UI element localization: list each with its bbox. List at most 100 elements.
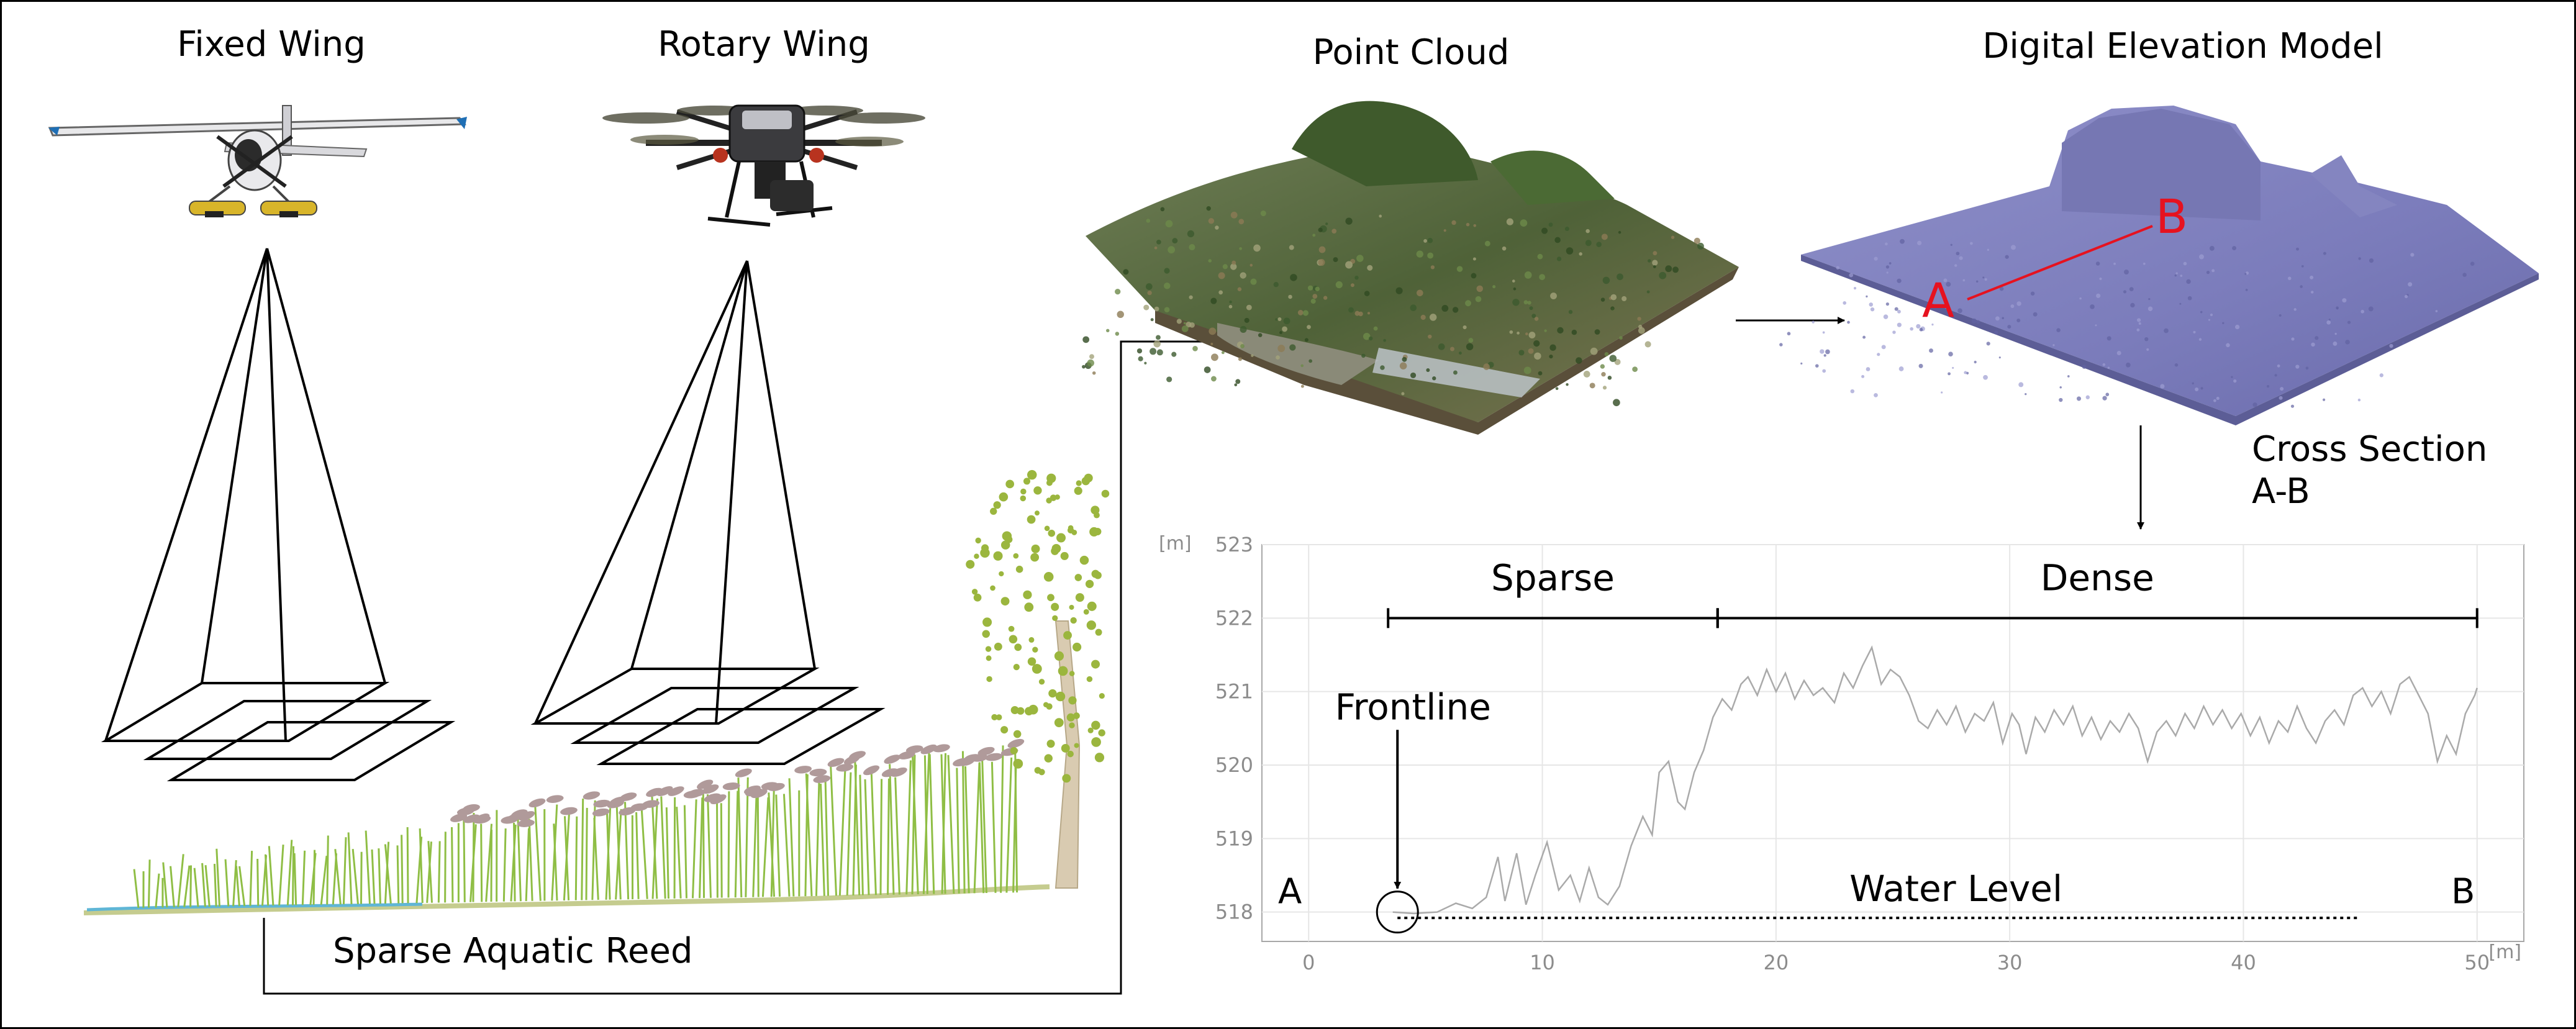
leaf bbox=[990, 507, 997, 515]
point-sample bbox=[1154, 246, 1158, 250]
leaf bbox=[966, 560, 975, 569]
leaf bbox=[1013, 664, 1020, 671]
leaf bbox=[982, 617, 992, 627]
dem-texture-speck bbox=[2408, 282, 2413, 287]
leaf bbox=[1027, 469, 1037, 480]
point-sample bbox=[1156, 335, 1161, 340]
point-sample bbox=[1168, 246, 1176, 254]
point-sample bbox=[1648, 259, 1651, 263]
dem-texture-speck bbox=[1820, 349, 1825, 354]
point-sample bbox=[1476, 285, 1483, 292]
point-sample bbox=[1672, 266, 1679, 273]
reed-stem bbox=[879, 779, 883, 895]
dem-texture-speck bbox=[2105, 392, 2110, 397]
point-sample bbox=[1416, 250, 1423, 258]
reed-stem bbox=[615, 805, 622, 900]
leaf bbox=[1073, 642, 1082, 652]
point-sample bbox=[1082, 365, 1086, 369]
dem-texture-speck bbox=[1946, 281, 1951, 287]
reed-stem bbox=[676, 807, 682, 899]
dem-texture-speck bbox=[2470, 261, 2475, 266]
point-sample bbox=[1206, 206, 1211, 211]
reed-stem bbox=[887, 778, 890, 895]
reed-panicle bbox=[751, 789, 768, 799]
reed-stem bbox=[745, 777, 749, 897]
reed-panicle bbox=[985, 753, 1003, 761]
dem-texture-speck bbox=[1919, 327, 1923, 332]
dem-texture-speck bbox=[2148, 297, 2151, 301]
leaf bbox=[1020, 488, 1027, 495]
leaf bbox=[1085, 579, 1094, 588]
point-sample bbox=[1427, 237, 1433, 243]
point-sample bbox=[1619, 336, 1623, 340]
point-sample bbox=[1517, 332, 1520, 335]
point-sample bbox=[1354, 311, 1360, 316]
dem-texture-speck bbox=[2007, 325, 2011, 329]
dem-texture-speck bbox=[2082, 365, 2087, 369]
leaf bbox=[1044, 525, 1050, 532]
profile-end-label: B bbox=[2451, 871, 2475, 912]
dem-texture-speck bbox=[2401, 341, 2405, 345]
reed-panicle bbox=[463, 804, 480, 812]
point-sample bbox=[1249, 263, 1253, 267]
leaf bbox=[995, 714, 1002, 720]
reed-stem bbox=[204, 865, 211, 907]
leaf bbox=[1055, 691, 1066, 702]
leaf bbox=[1098, 729, 1105, 737]
reed-stem bbox=[401, 835, 404, 904]
dem-texture-speck bbox=[2369, 258, 2374, 263]
dem-texture-speck bbox=[2333, 341, 2338, 346]
point-sample bbox=[1549, 354, 1553, 359]
point-sample bbox=[1585, 229, 1590, 233]
dem-texture-speck bbox=[2107, 366, 2110, 369]
point-sample bbox=[1600, 297, 1605, 302]
point-sample bbox=[1549, 344, 1556, 351]
rotary-wing-drone-icon bbox=[602, 104, 925, 227]
point-sample bbox=[1210, 297, 1217, 304]
reed-stem bbox=[534, 807, 542, 901]
point-sample bbox=[1659, 271, 1667, 279]
point-sample bbox=[1590, 347, 1598, 355]
dem-texture-speck bbox=[2056, 328, 2061, 332]
point-sample bbox=[1632, 366, 1638, 372]
leaf bbox=[1054, 651, 1064, 661]
reed-stem bbox=[444, 832, 447, 903]
point-sample bbox=[1541, 227, 1548, 234]
point-sample bbox=[1554, 237, 1561, 243]
dem-texture-speck bbox=[2010, 245, 2016, 250]
dem-texture-speck bbox=[2195, 388, 2199, 392]
point-sample bbox=[1373, 326, 1378, 331]
dem-texture-speck bbox=[2209, 245, 2215, 251]
dem-texture-speck bbox=[2280, 387, 2284, 391]
point-sample bbox=[1609, 355, 1617, 362]
y-tick-label: 518 bbox=[1215, 900, 1253, 924]
reed-panicle bbox=[863, 765, 880, 776]
reed-panicle bbox=[809, 768, 827, 777]
point-sample bbox=[1566, 383, 1569, 386]
point-sample bbox=[1520, 219, 1528, 227]
reed-stem bbox=[215, 848, 220, 907]
leaf bbox=[1017, 707, 1025, 715]
reed-stem bbox=[426, 841, 433, 903]
point-sample bbox=[1260, 210, 1266, 217]
reed-panicles bbox=[450, 738, 1025, 827]
leaf bbox=[1015, 565, 1023, 573]
leaf bbox=[1074, 486, 1082, 495]
dem-texture-speck bbox=[1941, 391, 1943, 394]
dem-texture-speck bbox=[2252, 402, 2257, 407]
dem-texture-speck bbox=[2175, 272, 2178, 274]
reed-stem bbox=[170, 866, 175, 908]
dem-texture-speck bbox=[2326, 320, 2331, 325]
point-sample bbox=[1652, 260, 1658, 266]
leaf bbox=[990, 585, 995, 591]
reed-panicle bbox=[687, 789, 705, 797]
point-sample bbox=[1288, 294, 1292, 299]
point-sample bbox=[1379, 214, 1382, 218]
reed-stem bbox=[752, 794, 758, 897]
dem-texture-speck bbox=[2208, 319, 2210, 321]
dem-texture-speck bbox=[1998, 356, 2001, 359]
leaf bbox=[1086, 676, 1093, 682]
point-sample bbox=[1604, 351, 1609, 356]
reed-stem bbox=[312, 850, 316, 905]
